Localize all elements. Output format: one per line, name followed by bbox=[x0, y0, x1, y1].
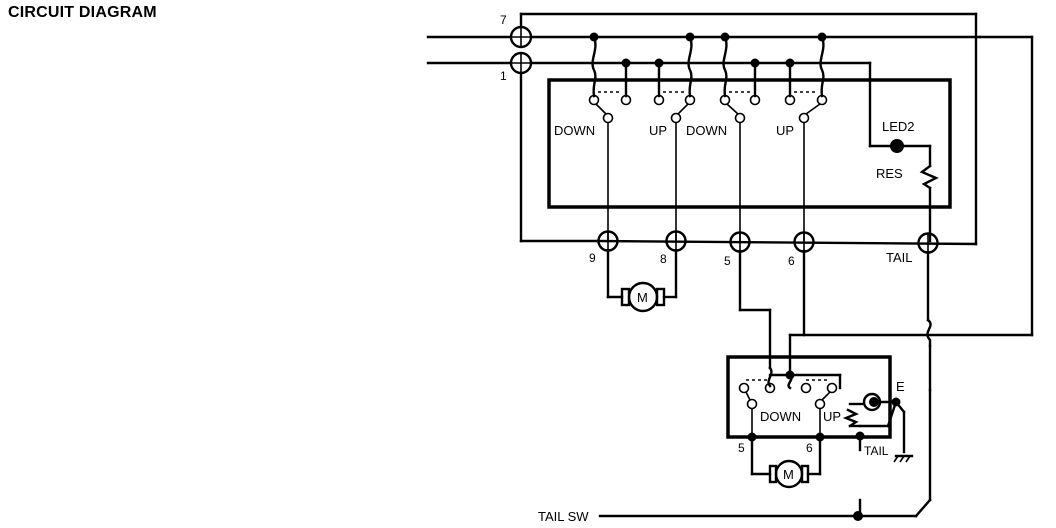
terminal-7 bbox=[509, 25, 533, 49]
terminal-7-label: 7 bbox=[500, 13, 507, 27]
terminal-5-label: 5 bbox=[724, 254, 731, 268]
main-motor-label: M bbox=[637, 290, 648, 305]
switch-feeds bbox=[591, 35, 825, 98]
terminal-8-label: 8 bbox=[660, 252, 667, 266]
tail-led-branch bbox=[842, 392, 914, 463]
terminal-9-label: 9 bbox=[589, 251, 596, 265]
tail-terminal-6-label: 6 bbox=[806, 441, 813, 455]
feed-lines bbox=[426, 35, 982, 65]
tail-motor bbox=[747, 432, 825, 489]
tail-switch-line bbox=[598, 498, 918, 521]
main-switch-up-1 bbox=[653, 91, 696, 241]
tail-down-label: DOWN bbox=[760, 409, 801, 424]
switch-label-up-2: UP bbox=[776, 123, 794, 138]
switch-label-down-1: DOWN bbox=[554, 123, 595, 138]
terminal-1 bbox=[509, 51, 533, 75]
outer-loop-wire bbox=[519, 12, 1034, 337]
switch-label-up-1: UP bbox=[649, 123, 667, 138]
tail-unit-tail-label: TAIL bbox=[864, 444, 889, 458]
tail-motor-label: M bbox=[783, 467, 794, 482]
tail-switch-down bbox=[738, 366, 776, 437]
earth-label: E bbox=[896, 379, 905, 394]
tail-terminal-5-label: 5 bbox=[738, 441, 745, 455]
terminal-rail bbox=[596, 239, 978, 246]
main-motor bbox=[606, 249, 678, 313]
tail-switch-label: TAIL SW bbox=[538, 509, 589, 524]
tail-feed-wires bbox=[738, 249, 932, 518]
tail-up-label: UP bbox=[823, 409, 841, 424]
led-branch bbox=[868, 61, 939, 243]
main-switch-down-2 bbox=[719, 91, 761, 241]
terminal-1-label: 1 bbox=[500, 69, 507, 83]
switch-label-down-2: DOWN bbox=[686, 123, 727, 138]
resistor-label: RES bbox=[876, 166, 903, 181]
led-label: LED2 bbox=[882, 119, 915, 134]
terminal-6-label: 6 bbox=[788, 254, 795, 268]
main-unit-box bbox=[547, 78, 952, 209]
terminal-tail-label: TAIL bbox=[886, 250, 913, 265]
tail-unit-box bbox=[726, 355, 892, 439]
main-switch-up-2 bbox=[784, 91, 828, 241]
tail-switch-up bbox=[768, 370, 842, 437]
diagram-title: CIRCUIT DIAGRAM bbox=[8, 4, 157, 21]
main-switch-down-1 bbox=[588, 91, 632, 241]
